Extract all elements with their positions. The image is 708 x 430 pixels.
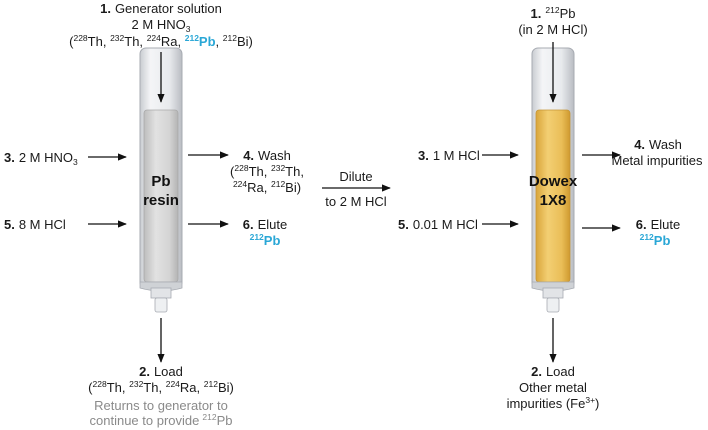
svg-text:2 M HNO3: 2 M HNO3 — [132, 17, 191, 34]
left-step-5-hcl: 5.8 M HCl — [4, 217, 127, 232]
svg-text:5.0.01 M HCl: 5.0.01 M HCl — [398, 217, 478, 232]
svg-text:6.Elute: 6.Elute — [243, 217, 287, 232]
svg-text:4.Wash: 4.Wash — [634, 137, 682, 152]
svg-text:Metal impurities: Metal impurities — [611, 153, 703, 168]
svg-text:2.Load: 2.Load — [139, 364, 183, 379]
left-step-2-load: 2.Load (228Th, 232Th, 224Ra, 212Bi) Retu… — [88, 364, 234, 428]
svg-text:4.Wash: 4.Wash — [243, 148, 291, 163]
svg-text:1.212Pb: 1.212Pb — [531, 5, 576, 21]
dowex-label-2: 1X8 — [540, 192, 567, 209]
svg-text:6.Elute: 6.Elute — [636, 217, 680, 232]
svg-text:212Pb: 212Pb — [250, 232, 281, 248]
svg-text:(in 2 M HCl): (in 2 M HCl) — [518, 22, 587, 37]
left-step-4-wash-out: 4.Wash (228Th, 232Th, 224Ra, 212Bi) — [188, 148, 304, 195]
svg-text:Other metal: Other metal — [519, 380, 587, 395]
right-step-4-wash: 4.Wash Metal impurities — [582, 137, 703, 168]
dowex-label-1: Dowex — [529, 173, 578, 190]
svg-text:(228Th, 232Th,: (228Th, 232Th, — [230, 163, 304, 179]
pb-resin-label-2: resin — [143, 192, 179, 209]
svg-text:Returns to generator to: Returns to generator to — [94, 398, 228, 413]
right-step-5-dilute-hcl: 5.0.01 M HCl — [398, 217, 519, 232]
dowex-column: Dowex 1X8 — [529, 47, 578, 313]
svg-text:1.Generator solution: 1.Generator solution — [100, 1, 222, 16]
svg-text:3.2 M HNO3: 3.2 M HNO3 — [4, 150, 78, 167]
right-step-1-pb-load: 1.212Pb (in 2 M HCl) — [518, 5, 587, 37]
svg-text:3.1 M HCl: 3.1 M HCl — [418, 148, 480, 163]
svg-text:(228Th, 232Th, 224: (228Th, 232Th, 224Ra, 212Pb, 212Bi) — [69, 33, 253, 49]
dilute-label: Dilute — [339, 169, 372, 184]
svg-text:212Pb: 212Pb — [640, 232, 671, 248]
pb-resin-label-1: Pb — [151, 173, 170, 190]
pb-resin-column: Pb resin — [139, 47, 183, 313]
dilute-target: to 2 M HCl — [325, 194, 387, 209]
right-step-3-hcl: 3.1 M HCl — [418, 148, 519, 163]
svg-text:2.Load: 2.Load — [531, 364, 575, 379]
svg-text:5.8 M HCl: 5.8 M HCl — [4, 217, 66, 232]
right-step-6-elute: 6.Elute 212Pb — [582, 217, 680, 248]
svg-text:224Ra, 212Bi): 224Ra, 212Bi) — [233, 179, 301, 195]
svg-text:impurities (Fe3+): impurities (Fe3+) — [507, 395, 600, 411]
right-step-2-load: 2.Load Other metal impurities (Fe3+) — [507, 364, 600, 411]
left-step-1-generator: 1.Generator solution 2 M HNO3 (228Th, 23… — [69, 1, 253, 49]
left-step-3-wash-hno3: 3.2 M HNO3 — [4, 150, 127, 167]
dilute-step: Dilute to 2 M HCl — [322, 169, 391, 209]
left-step-6-elute: 6.Elute 212Pb — [188, 217, 287, 248]
svg-text:(228Th, 232Th, 224: (228Th, 232Th, 224Ra, 212Bi) — [88, 379, 234, 395]
